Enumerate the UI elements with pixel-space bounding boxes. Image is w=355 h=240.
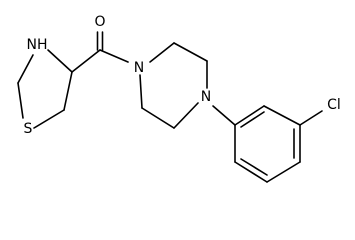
piperazine-bond-5 — [141, 107, 175, 129]
phenyl-bond-2 — [263, 105, 301, 126]
thiazolidine-sulfur-atom-label: S — [24, 121, 33, 137]
piperazine-bond-1 — [149, 42, 175, 63]
phenyl-bond-4 — [266, 161, 301, 183]
piperazine-bond-2 — [173, 42, 208, 62]
phenyl-bond-1-inner — [240, 111, 265, 128]
phenyl-to-chlorine-bond — [299, 110, 323, 126]
phenyl-bond-5 — [234, 161, 268, 183]
thiazolidine-bond-c4-n — [47, 49, 73, 73]
piperazine-bond-6 — [139, 74, 143, 109]
oxygen-atom-label: O — [94, 14, 105, 30]
piperazine-bond-4 — [173, 102, 199, 129]
piperazine-n1-atom-label: N — [134, 60, 144, 76]
thiazolidine-bond-c5-c4 — [63, 71, 73, 111]
bonds — [17, 31, 323, 183]
phenyl-bond-1 — [234, 105, 265, 126]
thiazolidine-bond-n-c2 — [17, 54, 34, 84]
piperazine-n4-atom-label: N — [201, 89, 211, 105]
phenyl-bond-5-inner — [240, 158, 268, 176]
thiazolidine-bond-c2-s — [17, 82, 24, 119]
thiazolidine-nh-atom-label: NH — [27, 37, 48, 53]
atom-labels: O NH S N N Cl — [24, 14, 341, 137]
thiazolidine-bond-s-c5 — [33, 109, 65, 129]
chemical-structure-diagram: O NH S N N Cl — [17, 14, 341, 183]
carbonyl-to-ring-bond — [71, 49, 101, 73]
carbonyl-to-piperazine-bond — [99, 49, 129, 63]
piperazine-to-phenyl-bond — [212, 105, 236, 126]
chlorine-atom-label: Cl — [327, 97, 341, 113]
